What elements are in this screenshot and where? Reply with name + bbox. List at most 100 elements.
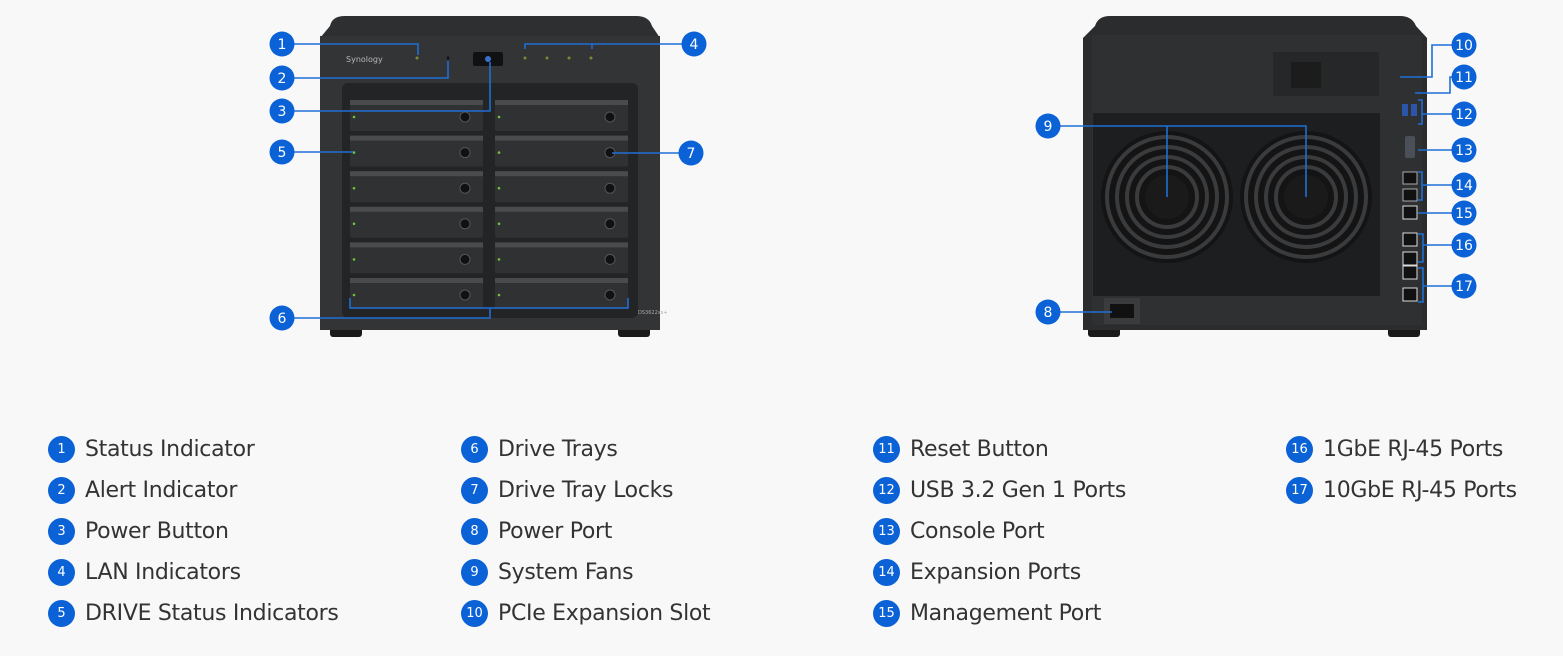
callout-number: 4 xyxy=(690,37,699,53)
tray-lock-icon[interactable] xyxy=(459,289,471,301)
legend-label: Power Port xyxy=(498,518,613,544)
legend-number-badge: 10 xyxy=(461,600,488,628)
drive-tray[interactable] xyxy=(495,206,628,238)
legend-label: LAN Indicators xyxy=(85,560,241,586)
legend-number-badge: 5 xyxy=(48,600,75,628)
legend-number-badge: 14 xyxy=(873,559,900,587)
drive-status-led xyxy=(352,186,356,190)
drive-tray[interactable] xyxy=(350,135,483,167)
legend-number-badge: 13 xyxy=(873,517,900,545)
power-icon xyxy=(485,56,491,62)
drive-tray[interactable] xyxy=(350,171,483,203)
legend-number-badge: 6 xyxy=(461,435,488,463)
callout-number: 6 xyxy=(278,311,287,327)
callout-badge-3: 3 xyxy=(269,98,295,124)
pcie-slot xyxy=(1273,52,1379,96)
drive-tray[interactable] xyxy=(350,242,483,274)
tray-lock-icon[interactable] xyxy=(604,182,616,194)
callout-number: 15 xyxy=(1455,206,1473,222)
legend-label: Console Port xyxy=(910,518,1045,544)
callout-number: 8 xyxy=(1044,305,1053,321)
drive-tray[interactable] xyxy=(495,135,628,167)
legend-number-badge: 4 xyxy=(48,559,75,587)
legend-label: 10GbE RJ-45 Ports xyxy=(1323,477,1517,503)
drive-tray[interactable] xyxy=(350,278,483,309)
drive-status-led xyxy=(352,115,356,119)
legend-number-badge: 15 xyxy=(873,600,900,628)
legend-item: 2 Alert Indicator xyxy=(48,475,237,505)
callout-badge-8: 8 xyxy=(1035,299,1061,325)
legend-number-badge: 1 xyxy=(48,435,75,463)
drive-status-led xyxy=(497,258,501,261)
legend-item: 14 Expansion Ports xyxy=(873,558,1081,588)
legend-number-badge: 8 xyxy=(461,517,488,545)
callout-number: 11 xyxy=(1455,70,1473,86)
drive-status-led xyxy=(497,186,501,190)
callout-badge-13: 13 xyxy=(1451,137,1477,163)
callout-badge-5: 5 xyxy=(269,139,295,165)
tray-lock-icon[interactable] xyxy=(459,218,471,230)
tray-lock-icon[interactable] xyxy=(459,111,471,123)
drive-status-led xyxy=(497,222,501,226)
legend-number-badge: 9 xyxy=(461,559,488,587)
callout-badge-2: 2 xyxy=(269,65,295,91)
legend-label: PCIe Expansion Slot xyxy=(498,601,711,627)
callout-badge-16: 16 xyxy=(1451,232,1477,258)
legend-label: 1GbE RJ-45 Ports xyxy=(1323,436,1504,462)
callout-badge-1: 1 xyxy=(269,31,295,57)
nas-front-view: Synology DS3622xs+ xyxy=(320,16,668,337)
legend-number-badge: 16 xyxy=(1286,435,1313,463)
drive-status-led xyxy=(352,258,356,261)
tray-lock-icon[interactable] xyxy=(459,253,471,265)
callout-badge-10: 10 xyxy=(1451,32,1477,58)
legend-label: Management Port xyxy=(910,601,1102,627)
drive-tray[interactable] xyxy=(495,171,628,203)
tray-lock-icon[interactable] xyxy=(459,147,471,159)
legend-label: Expansion Ports xyxy=(910,560,1081,586)
drive-tray[interactable] xyxy=(350,206,483,238)
drive-tray[interactable] xyxy=(495,278,628,309)
model-label: DS3622xs+ xyxy=(638,310,668,316)
legend-number-badge: 2 xyxy=(48,476,75,504)
callout-number: 3 xyxy=(278,104,287,120)
legend-number-badge: 12 xyxy=(873,476,900,504)
legend-item: 13 Console Port xyxy=(873,516,1045,546)
legend-item: 12 USB 3.2 Gen 1 Ports xyxy=(873,475,1126,505)
tray-lock-icon[interactable] xyxy=(459,182,471,194)
callout-number: 14 xyxy=(1455,178,1473,194)
callout-number: 2 xyxy=(278,71,287,87)
legend-item: 10 PCIe Expansion Slot xyxy=(461,599,711,629)
legend-item: 8 Power Port xyxy=(461,516,612,546)
legend-number-badge: 17 xyxy=(1286,476,1313,504)
legend-label: Drive Tray Locks xyxy=(498,477,674,503)
legend-label: USB 3.2 Gen 1 Ports xyxy=(910,477,1127,503)
callout-badge-15: 15 xyxy=(1451,200,1477,226)
synology-logo: Synology xyxy=(346,55,383,64)
callout-number: 13 xyxy=(1455,143,1473,159)
drive-status-led xyxy=(352,222,356,226)
legend-label: System Fans xyxy=(498,560,634,586)
drive-tray[interactable] xyxy=(495,100,628,131)
drive-tray[interactable] xyxy=(350,100,483,131)
legend-number-badge: 11 xyxy=(873,435,900,463)
tray-lock-icon[interactable] xyxy=(604,218,616,230)
callout-badge-7: 7 xyxy=(678,140,704,166)
callout-number: 17 xyxy=(1455,279,1473,295)
tray-lock-icon[interactable] xyxy=(604,289,616,301)
tray-lock-icon[interactable] xyxy=(604,253,616,265)
drive-status-led xyxy=(497,115,501,119)
drive-tray[interactable] xyxy=(495,242,628,274)
callout-number: 9 xyxy=(1044,119,1053,135)
legend-item: 9 System Fans xyxy=(461,558,634,588)
legend-label: Alert Indicator xyxy=(85,477,238,503)
tray-lock-icon[interactable] xyxy=(604,111,616,123)
drive-status-led xyxy=(497,293,501,297)
legend-item: 17 10GbE RJ-45 Ports xyxy=(1286,475,1517,505)
drive-status-led xyxy=(352,151,356,154)
callout-badge-4: 4 xyxy=(681,31,707,57)
callout-number: 10 xyxy=(1455,38,1473,54)
